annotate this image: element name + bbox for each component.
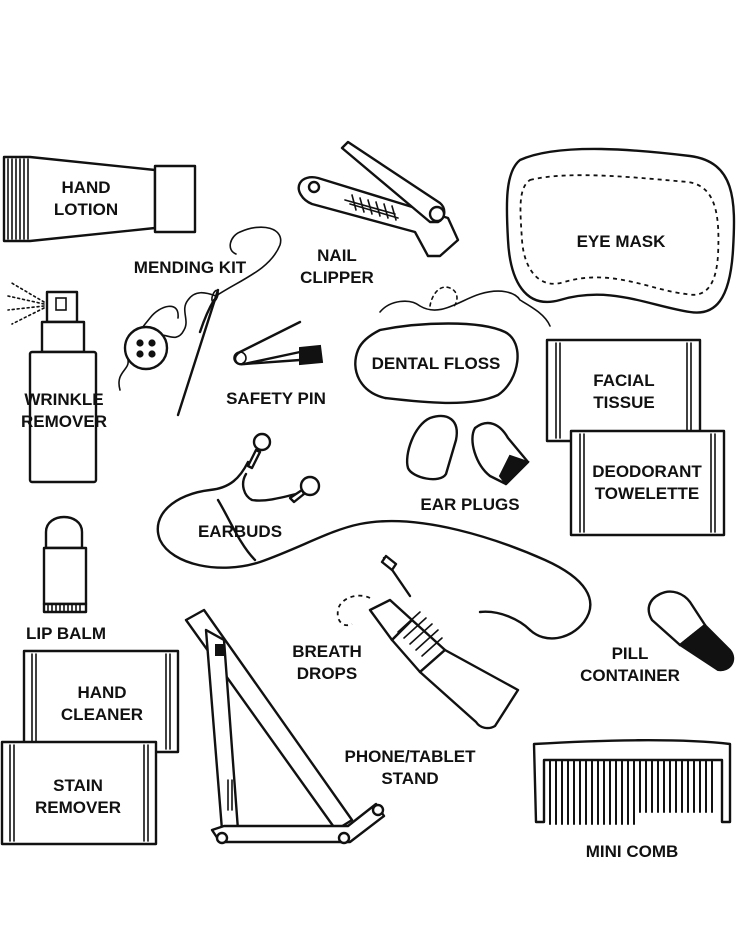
label-line: EYE MASK [577,232,667,251]
facial-tissue-icon [545,338,702,443]
label-line: HAND [77,683,126,702]
label-line: CONTAINER [580,666,680,685]
label-line: EAR PLUGS [420,495,519,514]
ear-plugs-icon [405,414,530,486]
label-line: DROPS [297,664,357,683]
label-line: PILL [612,644,649,663]
label-pill-container: PILL CONTAINER [580,644,680,685]
breath-drops-icon [336,554,520,730]
label-line: TOWELETTE [595,484,700,503]
safety-pin-icon [233,320,324,366]
eye-mask-icon [505,147,736,314]
lip-balm-icon [42,515,88,614]
label-mending-kit: MENDING KIT [134,258,247,277]
label-line: STAIN [53,776,103,795]
label-hand-lotion: HAND LOTION [54,178,118,219]
label-line: CLEANER [61,705,143,724]
label-line: SAFETY PIN [226,389,326,408]
item-labels: HAND LOTION NAIL CLIPPER EYE MASK MENDING … [21,178,702,861]
label-line: FACIAL [593,371,654,390]
dental-floss-icon [354,286,551,405]
wrinkle-remover-spray-icon [7,281,98,484]
label-lip-balm: LIP BALM [26,624,106,643]
nail-clipper-icon [297,140,460,258]
label-line: TISSUE [593,393,654,412]
label-line: LOTION [54,200,118,219]
earbuds-icon [156,432,592,640]
label-phone-tablet-stand: PHONE/TABLET STAND [345,747,477,788]
pill-container-icon [647,590,735,672]
label-line: PHONE/TABLET [345,747,477,766]
label-line: DEODORANT [592,462,702,481]
label-dental-floss: DENTAL FLOSS [372,354,501,373]
label-line: BREATH [292,642,362,661]
label-stain-remover: STAIN REMOVER [35,776,121,817]
label-line: DENTAL FLOSS [372,354,501,373]
hand-lotion-tube-icon [2,155,197,243]
label-line: STAND [381,769,438,788]
label-nail-clipper: NAIL CLIPPER [300,246,374,287]
stain-remover-packet-icon [0,740,158,846]
label-line: MINI COMB [586,842,679,861]
hand-cleaner-packet-icon [22,649,180,754]
label-line: MENDING KIT [134,258,247,277]
label-line: HAND [61,178,110,197]
mini-comb-icon [532,739,732,825]
label-safety-pin: SAFETY PIN [226,389,326,408]
label-hand-cleaner: HAND CLEANER [61,683,143,724]
mending-kit-icon [118,226,282,417]
label-eye-mask: EYE MASK [577,232,667,251]
label-wrinkle-remover: WRINKLE REMOVER [21,390,107,431]
label-breath-drops: BREATH DROPS [292,642,362,683]
label-line: LIP BALM [26,624,106,643]
label-line: EARBUDS [198,522,282,541]
label-line: NAIL [317,246,357,265]
label-facial-tissue: FACIAL TISSUE [593,371,654,412]
label-line: REMOVER [35,798,121,817]
label-deodorant-towelette: DEODORANT TOWELETTE [592,462,702,503]
label-earbuds: EARBUDS [198,522,282,541]
label-line: REMOVER [21,412,107,431]
label-mini-comb: MINI COMB [586,842,679,861]
phone-tablet-stand-icon [184,608,386,845]
label-line: CLIPPER [300,268,374,287]
label-ear-plugs: EAR PLUGS [420,495,519,514]
deodorant-towelette-icon [569,429,726,537]
label-line: WRINKLE [24,390,103,409]
